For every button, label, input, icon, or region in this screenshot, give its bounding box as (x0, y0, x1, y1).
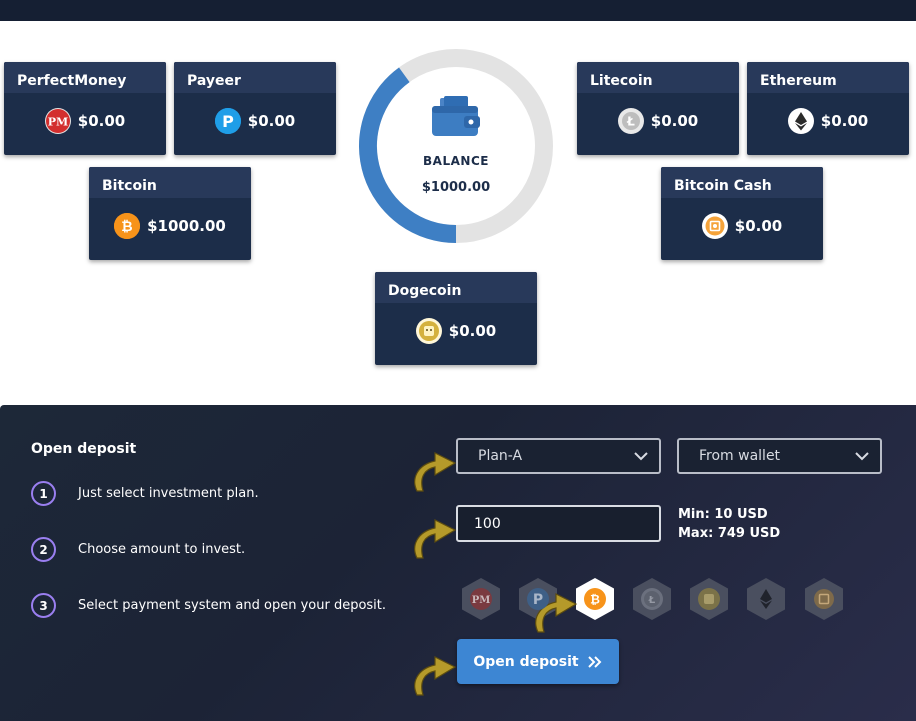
min-limit: Min: 10 USD (678, 507, 768, 522)
wallet-card-bitcoin[interactable]: Bitcoin ₿ $1000.00 (89, 167, 251, 260)
plan-select-value: Plan-A (478, 448, 523, 464)
payeer-icon: P (214, 108, 241, 134)
wallet-card-title: Bitcoin Cash (661, 167, 823, 198)
payment-payeer[interactable]: P (517, 577, 559, 621)
payment-dogecoin[interactable] (688, 577, 730, 621)
wallet-card-title: Ethereum (747, 62, 909, 93)
wallet-card-litecoin[interactable]: Litecoin Ł $0.00 (577, 62, 739, 155)
wallet-card-bitcoin-cash[interactable]: Bitcoin Cash $0.00 (661, 167, 823, 260)
svg-text:₿: ₿ (590, 593, 600, 607)
step-3: 3 Select payment system and open your de… (31, 593, 386, 618)
svg-text:P: P (533, 592, 543, 608)
max-limit: Max: 749 USD (678, 526, 781, 541)
wallet-amount: $0.00 (650, 112, 699, 130)
balance-widget: BALANCE $1000.00 (351, 48, 561, 244)
svg-text:Ł: Ł (648, 595, 656, 606)
svg-text:P: P (222, 112, 234, 131)
dogecoin-icon (698, 588, 720, 610)
balance-value: $1000.00 (421, 180, 491, 195)
pointer-arrow-icon (535, 593, 578, 633)
step-2: 2 Choose amount to invest. (31, 537, 245, 562)
payeer-icon: P (527, 588, 549, 610)
perfect-money-icon: PM (44, 108, 71, 134)
source-select-value: From wallet (699, 448, 781, 464)
wallet-card-dogecoin[interactable]: Dogecoin $0.00 (375, 272, 537, 365)
balance-ring-fill (359, 67, 457, 243)
wallet-amount: $1000.00 (147, 217, 226, 235)
pointer-arrow-icon (414, 519, 457, 559)
top-bar (0, 0, 916, 21)
source-select[interactable]: From wallet (677, 438, 882, 474)
double-chevron-right-icon (587, 655, 602, 668)
wallet-amount: $0.00 (734, 217, 783, 235)
svg-text:₿: ₿ (121, 219, 132, 235)
bitcoin-cash-icon (814, 589, 834, 609)
open-deposit-button[interactable]: Open deposit (457, 639, 619, 684)
plan-select[interactable]: Plan-A (456, 438, 661, 474)
litecoin-icon: Ł (641, 588, 663, 610)
deposit-title: Open deposit (31, 441, 137, 457)
ethereum-icon (760, 589, 772, 609)
wallet-amount: $0.00 (247, 112, 296, 130)
wallet-card-ethereum[interactable]: Ethereum $0.00 (747, 62, 909, 155)
payment-bitcoin-cash[interactable] (803, 577, 845, 621)
balance-label: BALANCE (423, 154, 489, 168)
dogecoin-icon (415, 318, 442, 344)
step-text: Just select investment plan. (78, 486, 259, 501)
amount-input[interactable] (456, 505, 661, 542)
step-text: Select payment system and open your depo… (78, 598, 387, 613)
chevron-down-icon (634, 452, 648, 461)
balance-ring (359, 49, 553, 243)
svg-text:Ł: Ł (626, 115, 635, 129)
wallet-card-perfectmoney[interactable]: PerfectMoney PM $0.00 (4, 62, 166, 155)
ethereum-icon (787, 108, 814, 134)
wallet-card-title: Dogecoin (375, 272, 537, 303)
payment-bitcoin-selected[interactable]: ₿ (574, 577, 616, 621)
wallet-icon (432, 96, 480, 136)
pointer-arrow-icon (414, 656, 457, 696)
svg-text:PM: PM (472, 595, 491, 606)
chevron-down-icon (855, 452, 869, 461)
wallet-card-title: Litecoin (577, 62, 739, 93)
bitcoin-icon: ₿ (114, 213, 141, 239)
payment-litecoin[interactable]: Ł (631, 577, 673, 621)
step-number: 2 (31, 537, 56, 562)
step-1: 1 Just select investment plan. (31, 481, 259, 506)
bitcoin-icon: ₿ (584, 588, 606, 610)
wallet-amount: $0.00 (820, 112, 869, 130)
pointer-arrow-icon (414, 452, 457, 492)
wallet-card-title: Payeer (174, 62, 336, 93)
step-text: Choose amount to invest. (78, 542, 246, 557)
wallet-card-payeer[interactable]: Payeer P $0.00 (174, 62, 336, 155)
step-number: 3 (31, 593, 56, 618)
wallet-amount: $0.00 (77, 112, 126, 130)
step-number: 1 (31, 481, 56, 506)
perfect-money-icon: PM (470, 588, 492, 610)
wallet-amount: $0.00 (448, 322, 497, 340)
litecoin-icon: Ł (617, 108, 644, 134)
svg-text:PM: PM (48, 116, 68, 129)
wallet-card-title: PerfectMoney (4, 62, 166, 93)
bitcoin-cash-icon (701, 213, 728, 239)
open-deposit-label: Open deposit (473, 653, 579, 670)
payment-perfect-money[interactable]: PM (460, 577, 502, 621)
payment-ethereum[interactable] (745, 577, 787, 621)
wallet-card-title: Bitcoin (89, 167, 251, 198)
